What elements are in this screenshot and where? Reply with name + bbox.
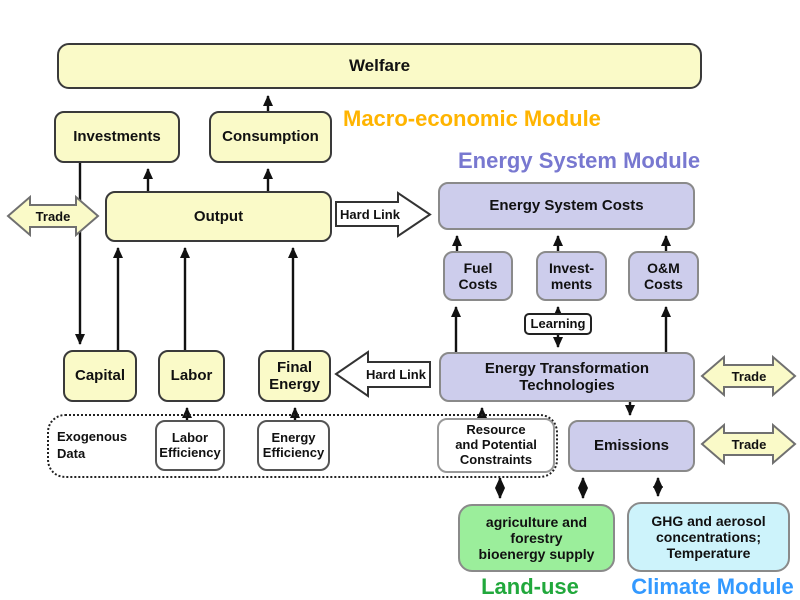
- learning-box: Learning: [524, 313, 592, 335]
- esm-investments-box: Invest- ments: [536, 251, 607, 301]
- ghg-box: GHG and aerosol concentrations; Temperat…: [627, 502, 790, 572]
- trade-arrow-left: Trade: [6, 194, 100, 238]
- hard-link-right-label: Hard Link: [340, 207, 401, 222]
- land-use-module-label: Land-use: [481, 574, 579, 599]
- consumption-box: Consumption: [209, 111, 332, 163]
- trade-arrow-right-bottom: Trade: [700, 422, 797, 466]
- fuel-costs-box: Fuel Costs: [443, 251, 513, 301]
- output-box: Output: [105, 191, 332, 242]
- final-energy-box: Final Energy: [258, 350, 331, 402]
- agriculture-box: agriculture and forestry bioenergy suppl…: [458, 504, 615, 572]
- hard-link-arrow-left: Hard Link: [334, 350, 431, 398]
- hard-link-left-label: Hard Link: [366, 367, 427, 382]
- trade-arrow-left-label: Trade: [36, 209, 71, 224]
- hard-link-arrow-right: Hard Link: [335, 191, 432, 238]
- energy-system-costs-box: Energy System Costs: [438, 182, 695, 230]
- capital-box: Capital: [63, 350, 137, 402]
- energy-transformation-box: Energy Transformation Technologies: [439, 352, 695, 402]
- energy-efficiency-box: Energy Efficiency: [257, 420, 330, 471]
- climate-module-label: Climate Module: [631, 574, 794, 599]
- emissions-box: Emissions: [568, 420, 695, 472]
- exogenous-data-region: [47, 414, 558, 478]
- macro-economic-module-label: Macro-economic Module: [343, 106, 601, 131]
- welfare-box: Welfare: [57, 43, 702, 89]
- energy-system-module-label: Energy System Module: [458, 148, 701, 173]
- resource-constraints-box: Resource and Potential Constraints: [437, 418, 555, 473]
- labor-efficiency-box: Labor Efficiency: [155, 420, 225, 471]
- investments-box: Investments: [54, 111, 180, 163]
- trade-arrow-right-top-label: Trade: [732, 369, 767, 384]
- trade-arrow-right-bottom-label: Trade: [732, 437, 767, 452]
- labor-box: Labor: [158, 350, 225, 402]
- trade-arrow-right-top: Trade: [700, 354, 797, 398]
- om-costs-box: O&M Costs: [628, 251, 699, 301]
- exogenous-data-label: Exogenous Data: [57, 429, 128, 461]
